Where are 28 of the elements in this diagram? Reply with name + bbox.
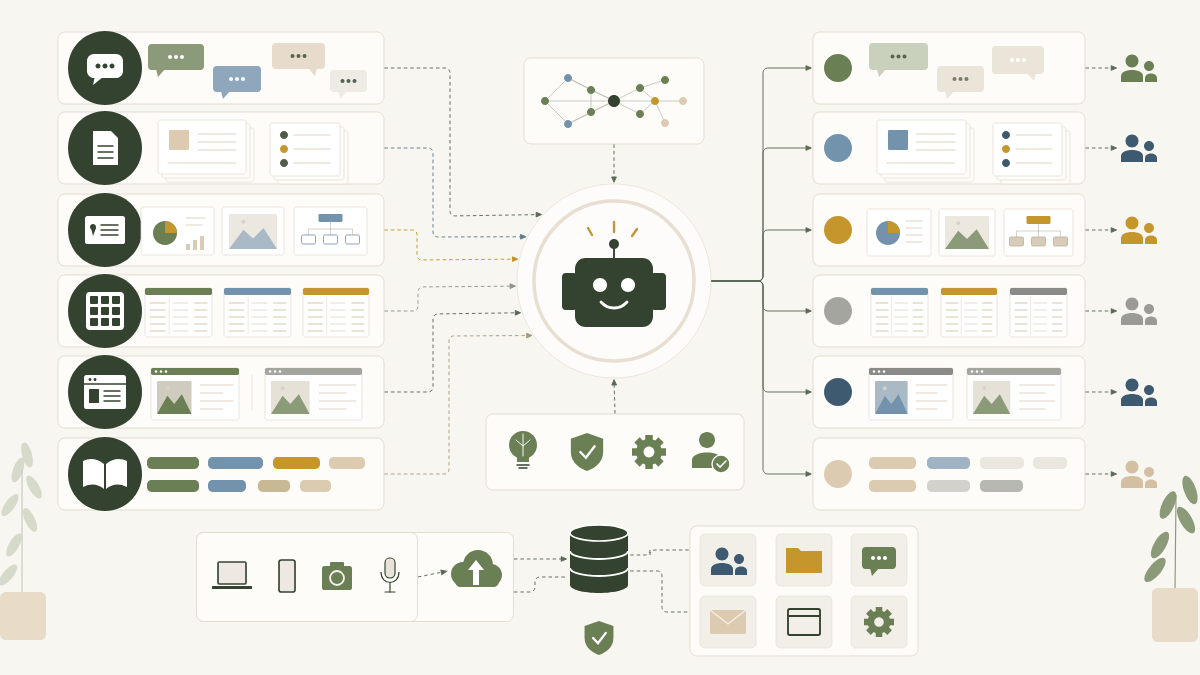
arrow: [384, 310, 522, 393]
arrow: [417, 569, 448, 578]
people-icon: [1121, 216, 1157, 244]
arrow: [1085, 227, 1117, 233]
database-icon: [569, 524, 629, 593]
people-icon: [1121, 460, 1157, 488]
arrow: [1085, 65, 1117, 71]
connector-line: [629, 570, 690, 613]
arrow: [384, 283, 516, 312]
connector-line: [629, 549, 690, 556]
arrow: [384, 147, 527, 240]
arrow: [611, 144, 617, 183]
people-icon: [1121, 378, 1157, 406]
arrow: [384, 229, 519, 262]
cloud-upload-icon: [451, 550, 502, 587]
arrow: [1085, 389, 1117, 395]
arrow: [611, 379, 617, 414]
arrow: [513, 556, 567, 562]
arrow: [1085, 308, 1117, 314]
arrow: [384, 332, 533, 475]
people-icon: [1121, 297, 1157, 325]
people-icon: [1121, 54, 1157, 82]
arrow: [384, 67, 542, 218]
people-icon: [1121, 134, 1157, 162]
network-card: [523, 57, 705, 145]
arrow: [1085, 145, 1117, 151]
arrow: [711, 280, 812, 477]
arrow: [1085, 471, 1117, 477]
